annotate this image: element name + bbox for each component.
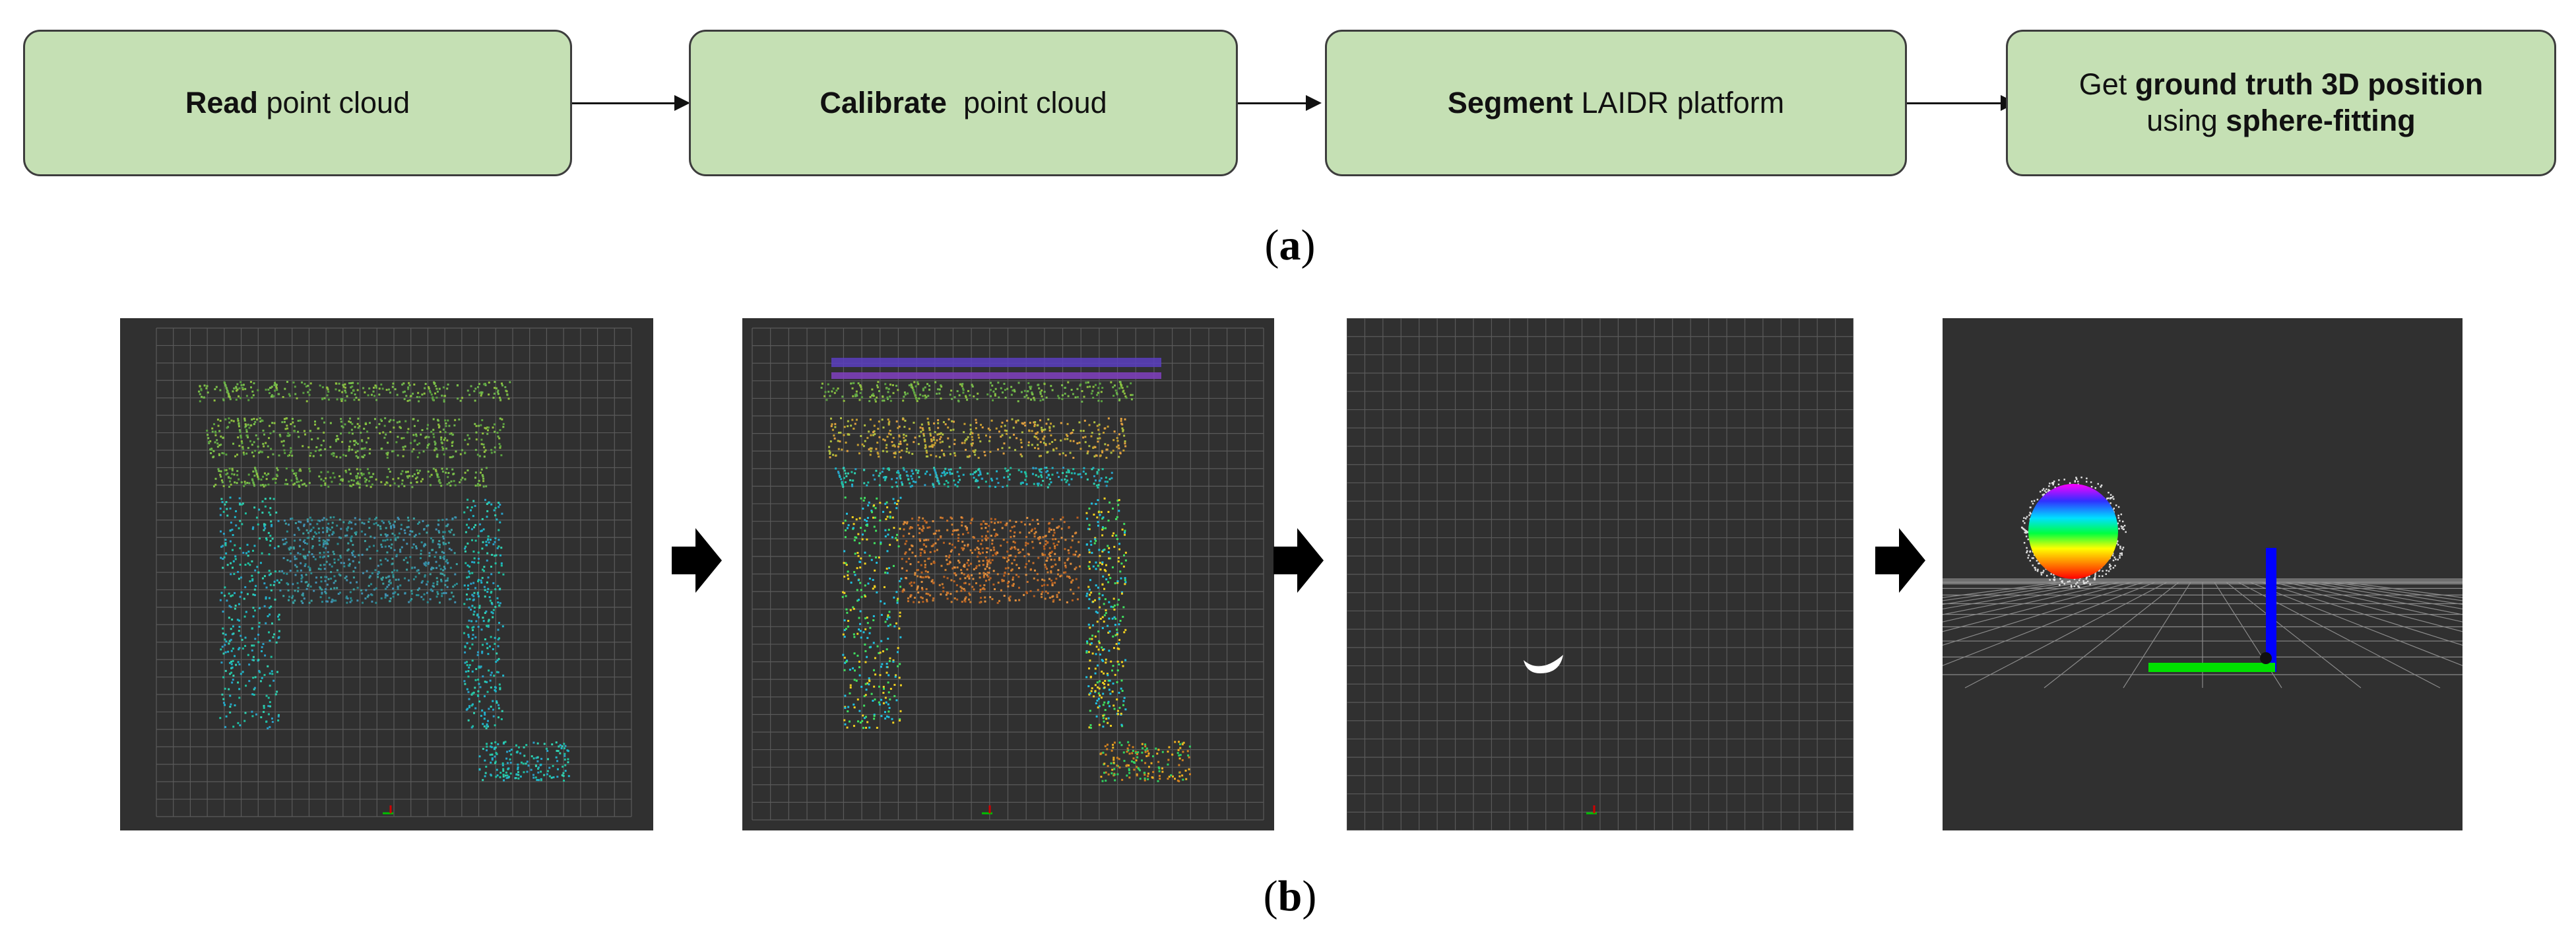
right-arrow-icon <box>1875 528 1925 593</box>
step-label: Read point cloud <box>185 85 410 119</box>
origin-marker <box>2260 652 2272 664</box>
flow-arrow-3 <box>1907 102 2003 104</box>
point-cloud-upper <box>198 381 511 489</box>
caption-b: (b) <box>1263 872 1317 920</box>
step-label: Calibrate point cloud <box>820 85 1107 119</box>
sphere-fitting-view <box>1943 318 2463 830</box>
step-read-point-cloud: Read point cloud <box>23 30 572 176</box>
z-axis <box>2266 548 2276 672</box>
grid <box>156 327 632 817</box>
grid <box>752 327 1264 821</box>
y-axis <box>2148 663 2275 672</box>
calibrated-point-cloud-view <box>742 318 1274 830</box>
grid <box>1347 318 1853 830</box>
segmented-platform-view <box>1347 318 1853 830</box>
ceiling-bands <box>831 358 1161 379</box>
step-label: Segment LAIDR platform <box>1447 85 1785 119</box>
point-cloud-floor <box>278 516 570 782</box>
fitted-sphere <box>2028 484 2118 579</box>
segmented-platform <box>1524 655 1563 673</box>
point-cloud-upper <box>820 381 1134 489</box>
point-cloud-walls <box>841 496 1127 729</box>
flow-arrow-1 <box>572 102 678 104</box>
right-arrow-icon <box>1273 528 1324 593</box>
caption-a: (a) <box>1264 221 1316 269</box>
step-label: Get ground truth 3D position using spher… <box>2078 67 2484 137</box>
raw-point-cloud-view <box>120 318 653 830</box>
step-segment-platform: Segment LAIDR platform <box>1325 30 1907 176</box>
step-ground-truth-sphere-fitting: Get ground truth 3D position using spher… <box>2006 30 2556 176</box>
flow-arrow-1-head <box>674 95 690 111</box>
flow-arrow-2 <box>1238 102 1308 104</box>
point-cloud-floor <box>901 516 1191 782</box>
right-arrow-icon <box>672 528 722 593</box>
point-cloud-walls <box>219 496 505 729</box>
ground-grid <box>1943 582 2463 689</box>
step-calibrate-point-cloud: Calibrate point cloud <box>689 30 1238 176</box>
flow-arrow-2-head <box>1306 95 1322 111</box>
